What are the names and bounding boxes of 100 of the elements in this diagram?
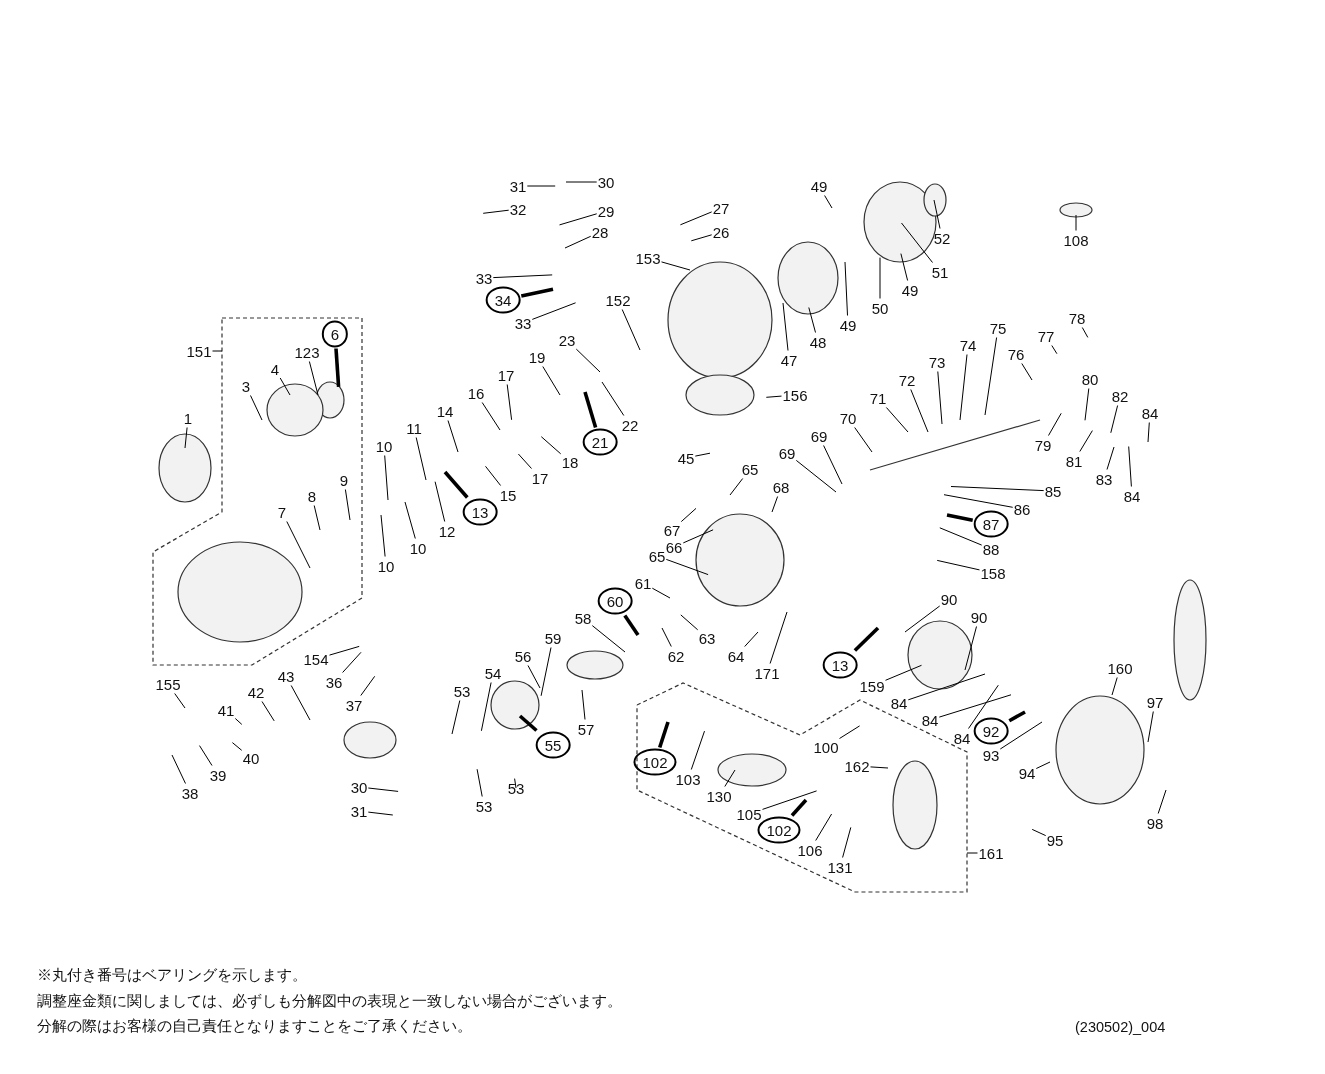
callout-number: 11 xyxy=(406,419,422,437)
bearing-callout-number: 102 xyxy=(633,748,677,776)
leader-line xyxy=(581,689,586,720)
callout-number: 42 xyxy=(247,683,265,701)
leader-line xyxy=(771,496,779,513)
leader-line xyxy=(591,625,626,653)
callout-number: 9 xyxy=(339,471,349,489)
leader-line xyxy=(782,302,789,351)
bearing-callout-number: 55 xyxy=(535,731,571,759)
callout-number: 153 xyxy=(635,249,661,267)
callout-number: 49 xyxy=(810,177,828,195)
leader-line xyxy=(565,181,598,183)
callout-number: 65 xyxy=(648,547,666,565)
leader-line xyxy=(959,354,968,421)
callout-number: 54 xyxy=(484,664,502,682)
callout-number: 90 xyxy=(970,608,988,626)
leader-line xyxy=(651,587,671,599)
leader-line xyxy=(231,742,243,751)
leader-line xyxy=(724,769,736,787)
callout-number: 100 xyxy=(813,738,839,756)
leader-line xyxy=(367,787,399,792)
leader-line xyxy=(661,261,691,271)
leader-line xyxy=(682,529,714,544)
callout-number: 53 xyxy=(507,779,525,797)
leader-line xyxy=(1128,446,1132,487)
leader-line xyxy=(575,348,601,373)
leader-line xyxy=(520,287,554,298)
callout-number: 130 xyxy=(706,787,732,805)
leader-line xyxy=(290,685,311,721)
callout-number: 19 xyxy=(528,348,546,366)
leader-line xyxy=(1051,345,1058,355)
leader-line xyxy=(360,675,376,696)
callout-number: 97 xyxy=(1146,693,1164,711)
leader-line xyxy=(910,389,929,433)
callout-number: 41 xyxy=(217,701,235,719)
callout-number: 29 xyxy=(597,202,615,220)
leader-line xyxy=(540,647,552,697)
leader-line xyxy=(680,507,697,523)
callout-number: 61 xyxy=(634,574,652,592)
callout-number: 49 xyxy=(839,316,857,334)
leader-line xyxy=(531,302,577,320)
callout-number: 84 xyxy=(890,694,908,712)
leader-line xyxy=(171,754,186,784)
leader-line xyxy=(904,605,941,633)
leader-line xyxy=(492,274,553,279)
callout-number: 36 xyxy=(325,673,343,691)
callout-number: 71 xyxy=(869,389,887,407)
leader-line xyxy=(690,730,705,770)
leader-line xyxy=(1008,710,1026,723)
leader-line xyxy=(1084,388,1090,421)
leader-line xyxy=(434,481,446,522)
leader-line xyxy=(1031,828,1047,837)
callout-number: 90 xyxy=(940,590,958,608)
leader-line xyxy=(964,626,977,671)
callout-number: 156 xyxy=(782,386,808,404)
leader-line xyxy=(679,211,713,226)
leader-line xyxy=(853,626,880,652)
callout-number: 67 xyxy=(663,521,681,539)
leader-line xyxy=(966,852,978,854)
leader-line xyxy=(451,700,461,735)
callout-number: 10 xyxy=(409,539,427,557)
callout-number: 49 xyxy=(901,281,919,299)
callout-number: 86 xyxy=(1013,500,1031,518)
callout-number: 72 xyxy=(898,371,916,389)
leader-line xyxy=(480,682,492,732)
callout-number: 106 xyxy=(797,841,823,859)
leader-line xyxy=(517,453,532,469)
callout-number: 56 xyxy=(514,647,532,665)
callout-number: 48 xyxy=(809,333,827,351)
callout-number: 69 xyxy=(778,444,796,462)
callout-number: 17 xyxy=(531,469,549,487)
leader-line xyxy=(286,521,311,569)
leader-line xyxy=(870,766,889,769)
note-text: ※丸付き番号はベアリングを示します。 xyxy=(37,966,307,984)
leader-line xyxy=(744,631,759,647)
leader-line xyxy=(542,366,561,396)
callout-number: 4 xyxy=(270,360,280,378)
bearing-callout-number: 92 xyxy=(973,717,1009,745)
callout-number: 154 xyxy=(303,650,329,668)
leader-line xyxy=(854,427,873,453)
leader-line xyxy=(769,611,788,664)
leader-line xyxy=(936,559,980,571)
leader-line xyxy=(485,465,502,486)
bearing-callout-number: 34 xyxy=(485,286,521,314)
bearing-callout-number: 6 xyxy=(321,320,349,348)
callout-number: 10 xyxy=(377,557,395,575)
leader-line xyxy=(308,361,319,396)
leader-line xyxy=(621,309,641,351)
leader-line xyxy=(729,478,744,496)
leader-line xyxy=(540,436,562,455)
callout-number: 30 xyxy=(350,778,368,796)
leader-line xyxy=(823,445,843,485)
leader-line xyxy=(344,489,351,521)
leader-line xyxy=(999,721,1043,750)
leader-line xyxy=(808,307,816,333)
callout-number: 14 xyxy=(436,402,454,420)
leader-line xyxy=(824,195,833,209)
leader-line xyxy=(885,664,922,681)
leader-line xyxy=(661,627,672,647)
callout-number: 16 xyxy=(467,384,485,402)
